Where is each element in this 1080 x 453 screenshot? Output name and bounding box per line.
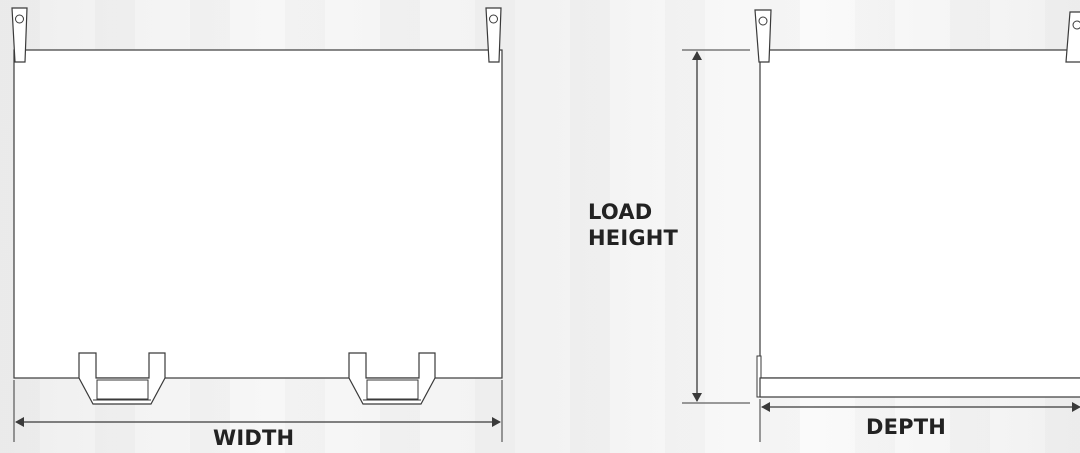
side-lifting-lug (754, 9, 772, 63)
side-base (756, 355, 1080, 398)
load-height-dimension (682, 49, 750, 404)
width-dimension (13, 380, 503, 442)
left-lifting-lug (11, 7, 28, 63)
load-height-label: LOAD HEIGHT (588, 199, 678, 252)
width-label: WIDTH (213, 426, 295, 450)
depth-label: DEPTH (866, 415, 947, 439)
side-view (682, 9, 1080, 442)
side-lifting-lug-right (1065, 11, 1080, 63)
load-height-label-line1: LOAD (588, 200, 653, 224)
depth-dimension (759, 399, 1080, 442)
right-fork-pocket (348, 352, 436, 405)
load-height-label-line2: HEIGHT (588, 226, 679, 251)
front-view (11, 7, 503, 442)
right-lifting-lug (485, 7, 502, 63)
front-panel (13, 49, 503, 379)
left-fork-pocket (78, 352, 166, 405)
side-panel (759, 49, 1080, 379)
